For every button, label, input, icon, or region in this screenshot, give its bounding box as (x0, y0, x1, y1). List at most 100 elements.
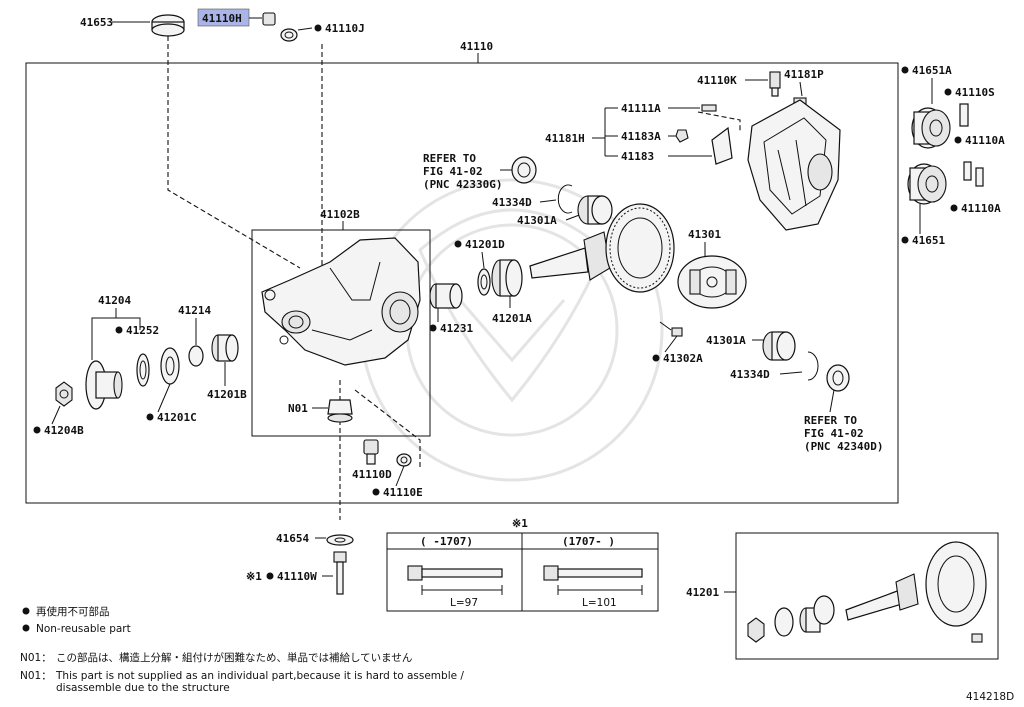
label-41651A[interactable]: 41651A (912, 64, 952, 77)
label-41110E[interactable]: 41110E (383, 486, 423, 499)
label-41231[interactable]: 41231 (440, 322, 473, 335)
side-seal-ref-42330G[interactable] (511, 156, 537, 184)
note-n01-jp-key: N01： (20, 652, 52, 664)
label-41204B[interactable]: 41204B (44, 424, 84, 437)
label-41301[interactable]: 41301 (688, 228, 721, 241)
companion-flange-41204[interactable] (85, 360, 123, 410)
label-41301A-2[interactable]: 41301A (706, 334, 746, 347)
flange-41651A[interactable] (911, 107, 951, 149)
refer-note-1-line3[interactable]: (PNC 42330G) (423, 178, 502, 191)
snap-ring-41334D-1[interactable] (557, 184, 573, 214)
plug-N01[interactable] (327, 399, 353, 423)
bolt-41183A[interactable] (675, 129, 689, 143)
label-41334D-1[interactable]: 41334D (492, 196, 532, 209)
bolt-41302A[interactable] (659, 321, 683, 353)
label-41110D[interactable]: 41110D (352, 468, 392, 481)
pin-41111A[interactable] (701, 104, 717, 112)
refer-note-1-line1[interactable]: REFER TO (423, 152, 476, 165)
bearing-race-41201D[interactable] (477, 268, 491, 296)
label-41111A[interactable]: 41111A (621, 102, 661, 115)
label-41181P[interactable]: 41181P (784, 68, 824, 81)
diagram-number: 414218D (966, 691, 1014, 703)
bearing-41201B[interactable] (211, 334, 239, 386)
label-41110K[interactable]: 41110K (697, 74, 737, 87)
label-41183A[interactable]: 41183A (621, 130, 661, 143)
label-41651[interactable]: 41651 (912, 234, 945, 247)
label-41252[interactable]: 41252 (126, 324, 159, 337)
side-bearing-41301A-2[interactable] (762, 331, 796, 361)
bolt-col2-length: L=101 (582, 597, 617, 609)
bolt-col2-header: (1707- ) (562, 535, 615, 548)
bolt-col1-length: L=97 (450, 597, 478, 609)
refer-note-2-line1[interactable]: REFER TO (804, 414, 857, 427)
watermark-emblem (360, 178, 664, 482)
sleeve-41231[interactable] (429, 283, 463, 322)
plug-41110H[interactable] (249, 12, 276, 26)
bolt-short-drawing (407, 565, 503, 595)
label-41102B[interactable]: 41102B (320, 208, 360, 221)
note-n01-en-line2: disassemble due to the structure (56, 682, 230, 694)
label-41110[interactable]: 41110 (460, 40, 493, 53)
label-41201A[interactable]: 41201A (492, 312, 532, 325)
gasket-41110J[interactable] (280, 24, 322, 42)
mark-41110W: ※1 (246, 570, 262, 583)
label-41201[interactable]: 41201 (686, 586, 719, 599)
carrier-41102B-box (251, 229, 431, 437)
gasket-41183[interactable] (711, 126, 733, 165)
label-41201B[interactable]: 41201B (207, 388, 247, 401)
label-41110W[interactable]: 41110W (277, 570, 317, 583)
refer-note-1-line2[interactable]: FIG 41-02 (423, 165, 483, 178)
drain-plug-41110D[interactable] (363, 439, 379, 465)
ring-gear-kit-41201-box (735, 532, 999, 660)
label-41302A[interactable]: 41302A (663, 352, 703, 365)
bolt-table-mark: ※1 (512, 517, 528, 530)
differential-carrier-41102B[interactable] (261, 237, 421, 366)
differential-case-41301[interactable] (677, 255, 747, 309)
label-41110J[interactable]: 41110J (325, 22, 365, 35)
side-seal-ref-42340D[interactable] (826, 364, 850, 413)
label-41214[interactable]: 41214 (178, 304, 211, 317)
spacer-41214[interactable] (188, 345, 204, 367)
label-41181H[interactable]: 41181H (545, 132, 585, 145)
label-41110A-1[interactable]: 41110A (965, 134, 1005, 147)
breather-cap-41653[interactable] (112, 14, 185, 37)
note-n01-jp: この部品は、構造上分解・組付けが困難なため、単品では補給していません (56, 651, 412, 664)
refer-note-2-line2[interactable]: FIG 41-02 (804, 427, 864, 440)
label-N01[interactable]: N01 (288, 402, 308, 415)
washer-41654[interactable] (326, 534, 354, 546)
bolts-41110A[interactable] (963, 161, 984, 187)
label-41334D-2[interactable]: 41334D (730, 368, 770, 381)
label-41201D[interactable]: 41201D (465, 238, 505, 251)
gasket-41110E[interactable] (395, 453, 412, 487)
note-n01-en-line1: This part is not supplied as an individu… (55, 670, 464, 682)
bearing-41201A[interactable] (491, 259, 523, 308)
ring-gear[interactable] (605, 203, 675, 293)
nut-41204B[interactable] (51, 381, 73, 425)
legend-jp: 再使用不可部品 (36, 605, 110, 618)
label-41110S[interactable]: 41110S (955, 86, 995, 99)
side-bearing-41301A-1[interactable] (577, 195, 613, 225)
label-41201C[interactable]: 41201C (157, 411, 197, 424)
legend-en: Non-reusable part (36, 623, 131, 635)
label-41654[interactable]: 41654 (276, 532, 309, 545)
label-41301A-1[interactable]: 41301A (517, 214, 557, 227)
bearing-41201C[interactable] (157, 347, 180, 413)
oil-seal-41252[interactable] (136, 353, 150, 387)
note-n01-en-key: N01： (20, 670, 52, 682)
label-41110A-2[interactable]: 41110A (961, 202, 1001, 215)
label-41204[interactable]: 41204 (98, 294, 131, 307)
snap-ring-41334D-2[interactable] (807, 351, 819, 381)
label-41653[interactable]: 41653 (80, 16, 113, 29)
bolt-length-table (386, 532, 659, 612)
ring-pinion-kit-41201[interactable] (747, 541, 987, 643)
rear-cover-41181H[interactable] (747, 99, 841, 231)
refer-note-2-line3[interactable]: (PNC 42340D) (804, 440, 883, 453)
bolt-41110W[interactable] (322, 551, 347, 595)
label-41183[interactable]: 41183 (621, 150, 654, 163)
breather-41110K[interactable] (769, 71, 781, 97)
flange-41651[interactable] (907, 163, 947, 234)
bolt-41110S[interactable] (959, 103, 969, 127)
drive-pinion[interactable] (529, 231, 611, 281)
label-41110H-selected[interactable]: 41110H (202, 12, 242, 25)
